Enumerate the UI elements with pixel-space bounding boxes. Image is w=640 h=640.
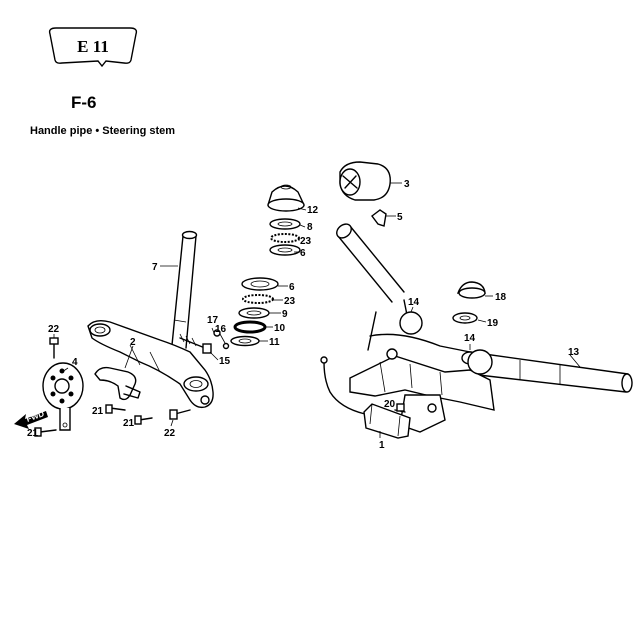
pipe-cap-illustration [399,311,493,375]
grip-cap-illustration [457,281,486,299]
screw-illustration [394,403,406,413]
callout-11: 11 [269,337,280,348]
washer-illustration [452,312,478,324]
callout-21b: 21 [92,406,104,417]
callout-2: 2 [130,337,136,348]
callout-6a: 6 [300,248,306,259]
callout-23b: 23 [284,296,296,307]
callout-19: 19 [487,318,499,329]
section-title: Handle pipe • Steering stem [30,125,175,137]
hose-guide-illustration [94,366,141,401]
section-badge: E 11 [48,27,138,68]
callout-21c: 21 [123,418,135,429]
callout-22b: 22 [164,428,176,439]
callout-22a: 22 [48,324,60,335]
callout-21a: 21 [27,428,39,439]
part-callouts: 1 2 3 4 5 6 6 7 8 9 10 11 12 13 14 14 15… [27,179,580,451]
callout-4: 4 [72,357,78,368]
callout-14b: 14 [464,333,476,344]
callout-10: 10 [274,323,286,334]
callout-5: 5 [397,212,403,223]
switch-illustration [320,356,411,439]
callout-16: 16 [215,324,227,335]
callout-20: 20 [384,399,396,410]
callout-7: 7 [152,262,158,273]
leader-lines [53,182,581,438]
callout-23a: 23 [300,236,312,247]
clip-illustration [371,209,387,227]
callout-18: 18 [495,292,507,303]
horn-illustration [42,362,84,431]
handle-pipe-illustration [336,223,633,433]
callout-12: 12 [307,205,319,216]
handle-cover-illustration [339,161,391,201]
bolts-illustration [34,329,230,437]
callout-8: 8 [307,222,313,233]
callout-15: 15 [219,356,231,367]
bearing-stack-illustration [230,184,305,347]
callout-13: 13 [568,347,580,358]
callout-14a: 14 [408,297,420,308]
steering-stem-illustration [87,230,214,409]
fwd-arrow-icon: FWD [14,409,48,429]
callout-3: 3 [404,179,410,190]
callout-1: 1 [379,440,385,451]
badge-label: E 11 [77,37,109,56]
section-code: F-6 [71,93,97,112]
callout-6b: 6 [289,282,295,293]
callout-9: 9 [282,309,288,320]
callout-17: 17 [207,315,219,326]
